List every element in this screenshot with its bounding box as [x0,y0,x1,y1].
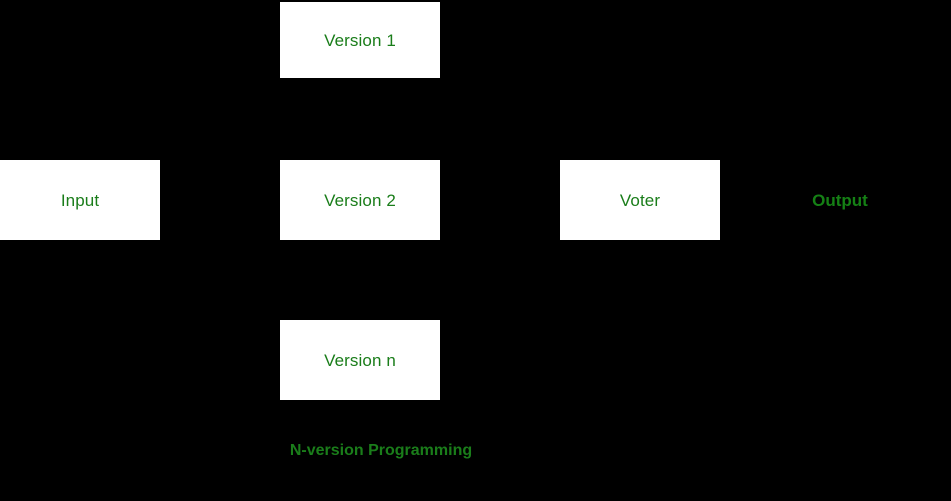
node-voter[interactable]: Voter [560,160,720,240]
node-version-n[interactable]: Version n [280,320,440,400]
node-input[interactable]: Input [0,160,160,240]
node-version-1-label: Version 1 [324,30,396,50]
edge-versionn-voter [440,199,560,361]
arrowhead-voter-a [552,196,560,204]
node-voter-label: Voter [619,190,661,210]
node-output: Output [780,180,900,220]
node-version-2[interactable]: Version 2 [280,160,440,240]
node-input-label: Input [60,190,100,210]
node-version-2-label: Version 2 [324,190,396,210]
node-output-label: Output [812,190,868,210]
node-version-1[interactable]: Version 1 [280,2,440,78]
arrowhead-versionn [272,356,280,364]
arrowhead-version2 [272,196,280,204]
edge-input-version1 [160,39,280,201]
edge-input-versionn [160,199,280,361]
arrowhead-version1 [272,36,280,44]
edge-version1-voter [440,39,560,201]
node-version-n-label: Version n [324,350,396,370]
diagram-caption: N-version Programming [289,442,473,459]
